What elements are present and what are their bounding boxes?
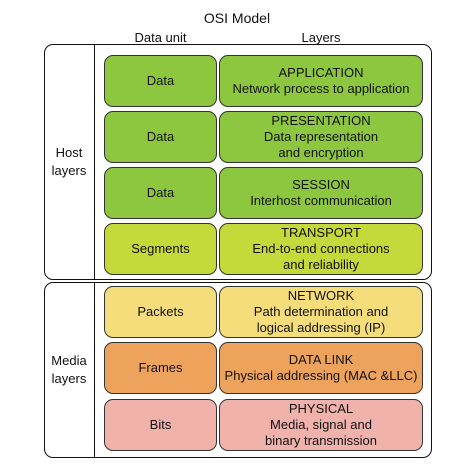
data-unit-transport: Segments xyxy=(104,223,217,275)
layer-application: APPLICATION Network process to applicati… xyxy=(219,55,423,107)
layer-description: Path determination and logical addressin… xyxy=(253,304,389,335)
layer-transport: TRANSPORT End-to-end connections and rel… xyxy=(219,223,423,275)
unit-label: Packets xyxy=(137,304,184,319)
layer-name: SESSION xyxy=(292,177,350,192)
media-layers-label: Media layers xyxy=(51,353,87,386)
unit-label: Data xyxy=(146,129,175,144)
layer-description: End-to-end connections and reliability xyxy=(252,241,390,272)
layer-description: Network process to application xyxy=(232,81,410,96)
layer-name: NETWORK xyxy=(287,288,355,303)
layer-description: Media, signal and binary transmission xyxy=(265,417,377,448)
layer-data-link: DATA LINK Physical addressing (MAC &LLC) xyxy=(219,342,423,394)
layer-physical: PHYSICAL Media, signal and binary transm… xyxy=(219,399,423,451)
layer-description: Interhost communication xyxy=(250,193,392,208)
layer-network: NETWORK Path determination and logical a… xyxy=(219,286,423,338)
data-unit-session: Data xyxy=(104,167,217,219)
layer-description: Physical addressing (MAC &LLC) xyxy=(224,368,418,383)
unit-label: Segments xyxy=(131,241,190,256)
data-unit-physical: Bits xyxy=(104,399,217,451)
media-group-divider xyxy=(94,282,95,458)
host-layers-label: Host layers xyxy=(51,145,87,178)
layer-name: TRANSPORT xyxy=(281,225,361,240)
unit-label: Bits xyxy=(149,417,172,432)
data-unit-network: Packets xyxy=(104,286,217,338)
layer-description: Data representation and encryption xyxy=(263,129,379,160)
layer-name: PHYSICAL xyxy=(288,401,354,416)
layer-name: DATA LINK xyxy=(288,352,354,367)
layer-presentation: PRESENTATION Data representation and enc… xyxy=(219,111,423,163)
layers-header: Layers xyxy=(301,30,341,45)
unit-label: Data xyxy=(146,73,175,88)
diagram-title: OSI Model xyxy=(203,10,271,26)
unit-label: Data xyxy=(146,185,175,200)
data-unit-presentation: Data xyxy=(104,111,217,163)
unit-label: Frames xyxy=(138,360,183,375)
data-unit-data-link: Frames xyxy=(104,342,217,394)
layer-session: SESSION Interhost communication xyxy=(219,167,423,219)
layer-name: PRESENTATION xyxy=(271,113,371,128)
layer-name: APPLICATION xyxy=(278,65,364,80)
data-unit-header: Data unit xyxy=(134,30,187,45)
host-group-divider xyxy=(94,44,95,280)
data-unit-application: Data xyxy=(104,55,217,107)
